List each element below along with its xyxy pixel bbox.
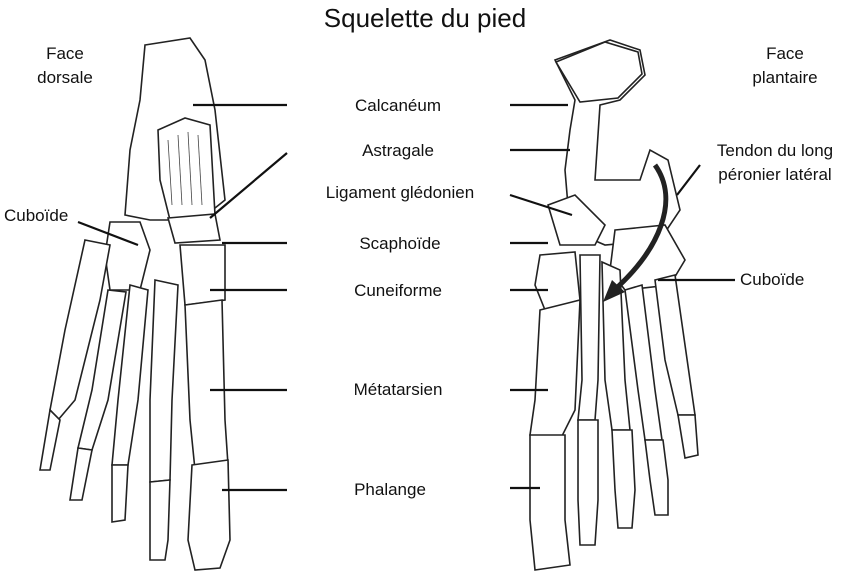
- label-cuboide-left: Cuboïde: [4, 206, 68, 225]
- cuboide-bone: [104, 221, 151, 291]
- toe-3-phalanges: [111, 464, 129, 523]
- metatarsal-1: [529, 298, 581, 441]
- right-view-label-2: plantaire: [752, 68, 817, 87]
- metatarsal-2: [149, 279, 179, 483]
- tendon-arrowhead: [603, 280, 625, 302]
- metatarsal-5: [49, 239, 111, 422]
- metatarsal-1: [184, 299, 229, 471]
- label-phalange: Phalange: [354, 480, 426, 499]
- astragale-bone: [157, 117, 216, 221]
- left-view-label-1: Face: [46, 44, 84, 63]
- label-tendon-2: péronier latéral: [718, 165, 831, 184]
- toe-2-phalanges: [577, 419, 599, 546]
- toe-5-phalanges: [39, 408, 61, 471]
- toe-2-phalanges: [149, 479, 171, 561]
- toe-5-phalanges: [677, 414, 699, 459]
- toe-4-phalanges: [644, 439, 669, 516]
- dorsal-foot-illustration: [39, 37, 231, 571]
- metatarsal-4: [624, 283, 663, 441]
- leader-lines: [77, 103, 735, 492]
- toe-4-phalanges: [69, 447, 93, 501]
- label-cuneiforme: Cuneiforme: [354, 281, 442, 300]
- scaphoide-bone: [547, 194, 606, 246]
- diagram-title: Squelette du pied: [324, 3, 526, 33]
- hallux-phalanges: [187, 459, 231, 571]
- scaphoide-bone: [166, 213, 221, 244]
- label-ligament: Ligament glédonien: [326, 183, 474, 202]
- label-calcaneum: Calcanéum: [355, 96, 441, 115]
- hallux-phalanges: [529, 434, 571, 571]
- left-view-label-2: dorsale: [37, 68, 93, 87]
- toe-3-phalanges: [611, 429, 636, 529]
- label-astragale: Astragale: [362, 141, 434, 160]
- label-tendon-1: Tendon du long: [717, 141, 833, 160]
- metatarsal-5: [654, 274, 696, 416]
- right-view-label-1: Face: [766, 44, 804, 63]
- calcaneum-head: [554, 41, 643, 103]
- plantar-foot-illustration: [529, 39, 699, 571]
- label-cuboide-right: Cuboïde: [740, 270, 804, 289]
- tendon-arrow: [610, 163, 669, 294]
- label-scaphoide: Scaphoïde: [359, 234, 440, 253]
- metatarsal-2: [577, 254, 601, 421]
- cuneiforme-bone: [179, 244, 226, 306]
- label-metatarsien: Métatarsien: [354, 380, 443, 399]
- astragale-hatching: [167, 131, 203, 206]
